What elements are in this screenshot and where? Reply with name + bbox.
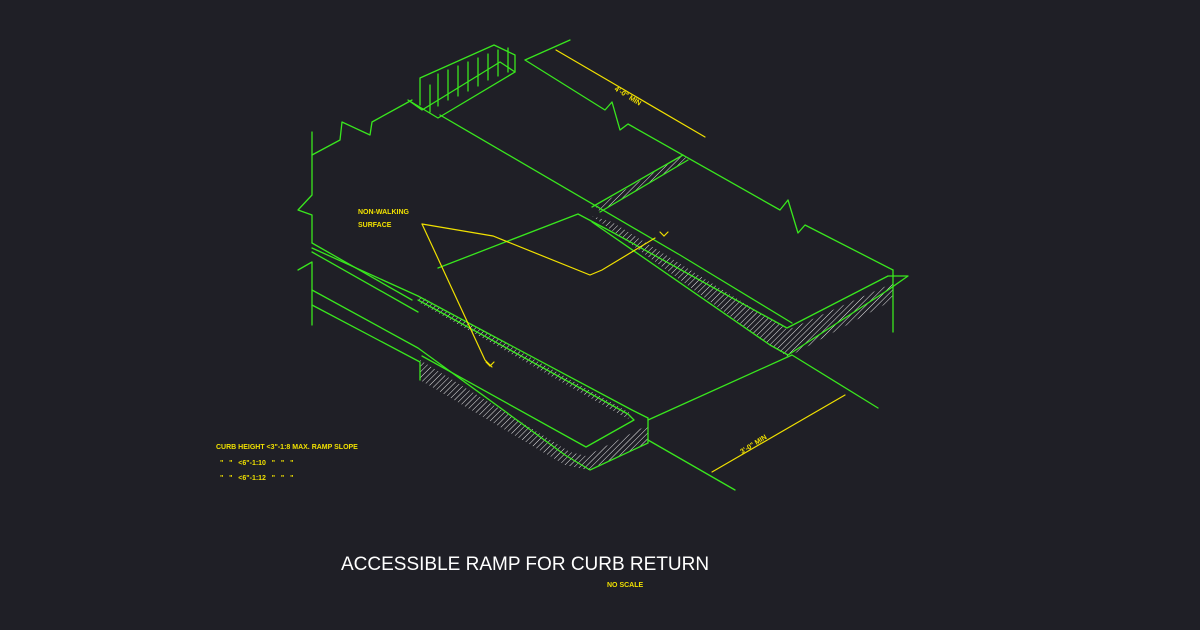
non-walking-label-line1: NON-WALKING xyxy=(358,209,409,216)
curb-outer-edge xyxy=(311,289,649,471)
hatch-ramp-right xyxy=(592,216,893,357)
upper-inner-edge xyxy=(439,114,793,324)
upper-left-side xyxy=(297,131,313,244)
hatch-curb-face xyxy=(420,360,648,470)
left-end-step xyxy=(297,261,313,326)
upper-back-edge xyxy=(524,39,571,61)
dim-bottom-label: 3'-0" MIN xyxy=(739,434,768,456)
non-walking-label-line2: SURFACE xyxy=(358,222,392,229)
dim-top-label: 4'-0" MIN xyxy=(613,86,642,108)
dim-top-line xyxy=(555,49,706,138)
upper-front-diag xyxy=(311,242,413,301)
drawing-subtitle: NO SCALE xyxy=(607,582,644,589)
curb-inner-edge xyxy=(417,299,635,448)
dimension-lines xyxy=(421,49,846,473)
gutter-line xyxy=(647,439,736,491)
leader-line xyxy=(421,223,656,276)
leader-tick-2 xyxy=(485,361,495,367)
dim-bottom-line xyxy=(711,394,846,473)
upper-left-top-edge xyxy=(311,99,413,156)
curb-note-line1: CURB HEIGHT <3"-1:8 MAX. RAMP SLOPE xyxy=(216,444,358,451)
leader-line-2 xyxy=(421,223,493,368)
curb-top-edge xyxy=(311,247,649,419)
green-linework xyxy=(297,39,909,491)
hatch-faces xyxy=(418,155,893,470)
grating-bars xyxy=(437,47,509,107)
ramp-platform xyxy=(437,213,909,356)
upper-right-edge xyxy=(524,59,894,271)
street-line xyxy=(647,354,879,421)
grating-outline xyxy=(407,61,516,119)
upper-front-diag2 xyxy=(311,251,419,313)
grating-top xyxy=(419,44,516,113)
curb-lower-line xyxy=(311,304,421,381)
curb-note-line3: " " <6"-1:12 " " " xyxy=(220,475,293,482)
ramp-top-strip-lines xyxy=(591,154,689,213)
leader-tick-1 xyxy=(659,231,669,237)
curb-note-line2: " " <6"-1:10 " " " xyxy=(220,460,293,467)
drawing-title: ACCESSIBLE RAMP FOR CURB RETURN xyxy=(341,554,709,575)
hatch-top-strip xyxy=(596,155,688,212)
